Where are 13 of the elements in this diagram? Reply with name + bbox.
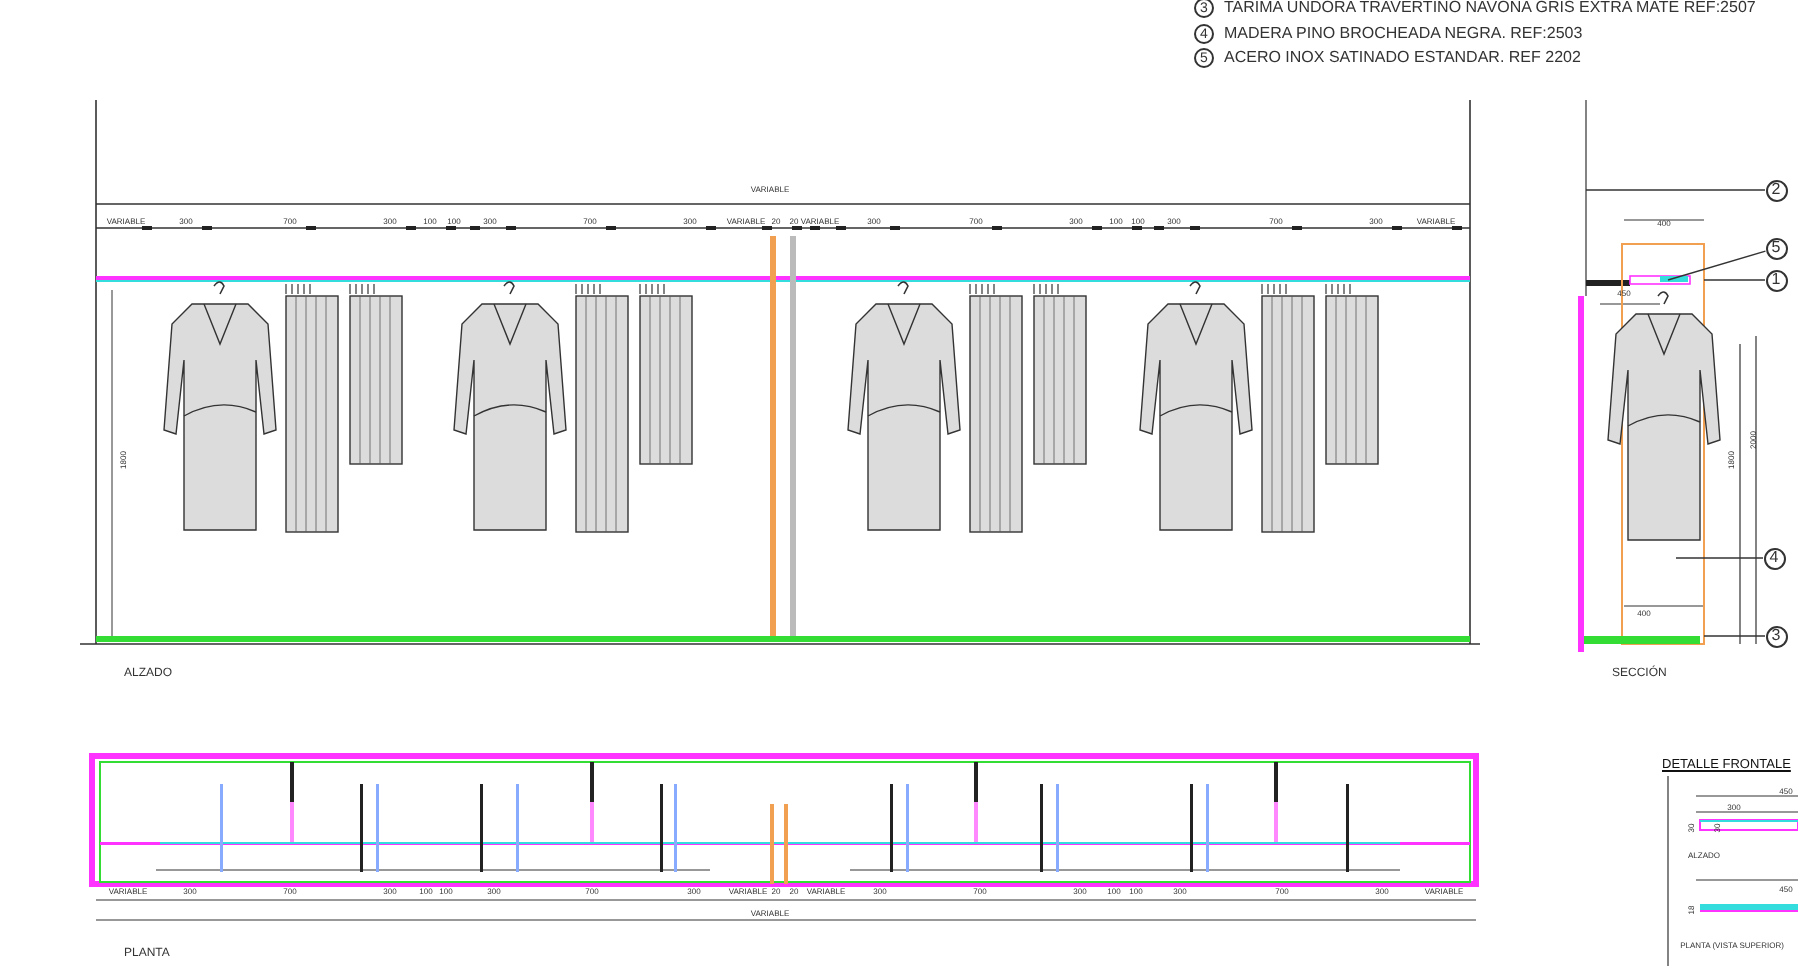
callout-number: 2	[1765, 179, 1787, 201]
material-note: ACERO INOX SATINADO ESTANDAR. REF 2202	[1224, 50, 1581, 66]
leader-line	[1703, 635, 1766, 637]
material-note: TARIMA UNDORA TRAVERTINO NAVONA GRIS EXTRA MATE REF:2507	[1224, 0, 1756, 16]
callout-number: 3	[1765, 625, 1787, 647]
leader-line	[1703, 279, 1766, 281]
leader-line	[1585, 189, 1766, 191]
leader-line	[1667, 250, 1767, 281]
leader-line	[1675, 557, 1764, 559]
material-note: MADERA PINO BROCHEADA NEGRA. REF:2503	[1224, 26, 1583, 42]
callout-number: 4	[1763, 547, 1785, 569]
callout-number: 1	[1765, 269, 1787, 291]
callout-number: 5	[1765, 237, 1787, 259]
